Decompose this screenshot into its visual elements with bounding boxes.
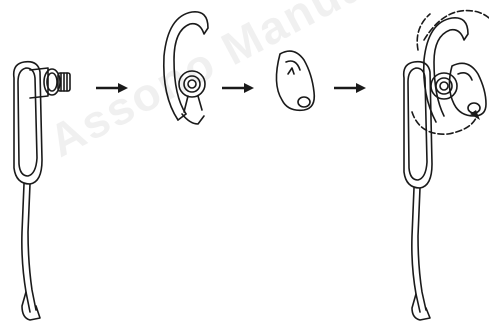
right-arrow-icon — [96, 83, 128, 93]
right-arrow-icon — [334, 83, 366, 93]
eartip-icon — [276, 51, 314, 110]
earhook-icon — [164, 12, 208, 124]
headset-without-earhook-icon — [14, 62, 70, 320]
headset-assembled-rotate-icon — [404, 11, 489, 320]
right-arrow-icon — [222, 83, 254, 93]
